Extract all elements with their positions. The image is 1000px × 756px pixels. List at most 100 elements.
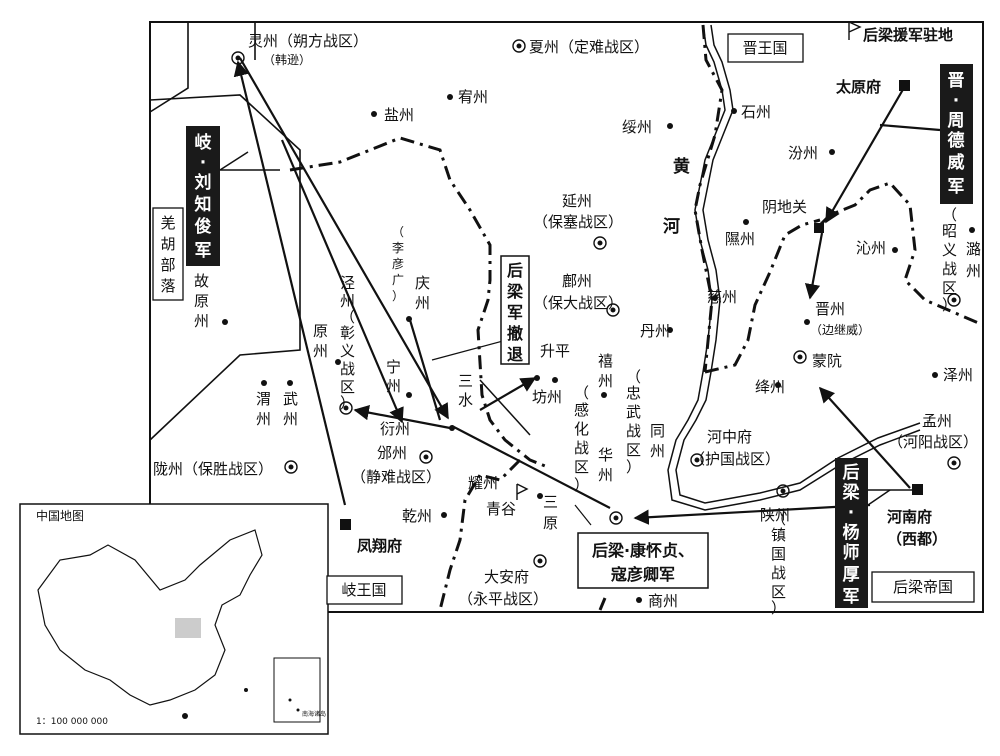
svg-text:梁: 梁 [506,282,524,301]
svg-text:杨: 杨 [843,522,860,543]
svg-text:太原府: 太原府 [836,78,881,96]
svg-text:沁州: 沁州 [856,239,886,257]
army-box-qi: 岐 · 刘 知 俊 军 [186,126,220,266]
river-label-he: 河 [663,217,680,237]
svg-text:阴地关: 阴地关 [762,198,807,216]
svg-text:威: 威 [948,152,965,173]
circuit-capital-symbols [231,39,961,568]
svg-text:汾州: 汾州 [788,144,818,162]
svg-text:邠州: 邠州 [377,444,407,462]
svg-text:战: 战 [771,564,786,582]
svg-text:（河阳战区）: （河阳战区） [888,433,978,451]
svg-text:州: 州 [415,294,430,312]
svg-text:（西都）: （西都） [887,530,947,548]
svg-text:）: ） [771,599,786,617]
svg-text:武: 武 [283,390,298,408]
svg-text:河南府: 河南府 [887,508,932,526]
army-box-yang: 后 梁 · 杨 师 厚 军 [835,458,868,608]
svg-text:原: 原 [194,292,209,310]
svg-text:区: 区 [340,378,355,396]
svg-text:同: 同 [650,422,665,440]
map-frame [149,21,984,613]
svg-text:·: · [848,503,854,523]
svg-text:）: ） [574,476,589,494]
svg-text:后: 后 [507,261,523,280]
svg-text:义: 义 [942,241,957,259]
svg-text:忠: 忠 [626,384,641,402]
svg-text:战: 战 [942,260,957,278]
svg-text:宥州: 宥州 [458,88,488,106]
svg-text:部: 部 [160,256,175,274]
svg-text:岐王国: 岐王国 [341,581,386,599]
svg-text:晋州: 晋州 [815,300,845,318]
svg-text:梁: 梁 [842,482,861,503]
svg-text:盐州: 盐州 [384,106,414,124]
svg-text:禧: 禧 [598,352,613,370]
svg-text:原: 原 [313,322,328,340]
svg-text:彦: 彦 [392,256,404,271]
svg-text:三: 三 [458,372,473,390]
inset-scale: 1：100 000 000 [36,717,108,727]
svg-text:州: 州 [598,372,613,390]
svg-text:渭: 渭 [256,390,271,408]
svg-text:陇州（保胜战区）: 陇州（保胜战区） [153,460,273,478]
svg-text:李: 李 [392,240,404,255]
city-squares [340,80,923,530]
svg-text:刘: 刘 [195,172,212,193]
svg-text:撤: 撤 [507,324,523,343]
svg-text:延州: 延州 [562,192,592,210]
svg-text:周: 周 [948,111,965,131]
svg-text:厚: 厚 [843,565,860,585]
army-arrows [233,57,941,525]
state-box-qiang: 羌 胡 部 落 [152,207,184,301]
inset-map [19,503,329,735]
svg-text:水: 水 [458,391,473,409]
svg-text:昭: 昭 [942,222,957,240]
svg-text:（: （ [340,308,355,326]
svg-text:师: 师 [843,542,860,563]
inset-nanhai-label: 南海诸岛 [302,710,326,718]
svg-text:）: ） [626,458,641,476]
svg-text:商州: 商州 [648,592,678,610]
svg-text:州: 州 [283,410,298,428]
svg-text:战: 战 [574,439,589,457]
svg-text:（护国战区）: （护国战区） [690,450,780,468]
state-box-jin: 晋王国 [727,33,804,63]
vertical-place-labels: 三 原 三 水 宁 州 庆 州 （ 李 彦 广 ） 泾 州 （ 彰 义 战 区 … [194,206,957,617]
army-box-jin: 晋 · 周 德 威 军 [940,64,973,204]
svg-text:泽州: 泽州 [943,366,973,384]
svg-text:华: 华 [598,446,613,464]
svg-text:河中府: 河中府 [707,428,752,446]
svg-text:州: 州 [966,262,981,280]
svg-text:石州: 石州 [741,103,771,121]
svg-text:原: 原 [543,514,558,532]
svg-text:耀州: 耀州 [468,474,498,492]
river-label-huang: 黄 [673,156,690,177]
svg-text:故: 故 [194,272,209,290]
svg-text:俊: 俊 [195,216,212,237]
svg-text:宁: 宁 [386,358,401,376]
svg-text:潞: 潞 [966,240,981,258]
state-box-houliang: 后梁帝国 [871,571,975,603]
svg-text:（: （ [771,510,786,528]
study-area-highlight [175,618,201,638]
boundary-lines [149,22,301,441]
svg-text:州: 州 [650,442,665,460]
svg-text:羌: 羌 [160,214,175,232]
svg-text:坊州: 坊州 [532,388,562,406]
svg-text:）: ） [340,394,355,412]
svg-text:落: 落 [160,277,175,295]
svg-text:广: 广 [392,273,404,287]
svg-text:州: 州 [386,377,401,395]
svg-text:义: 义 [340,342,355,360]
svg-text:化: 化 [574,420,589,438]
svg-text:战: 战 [340,360,355,378]
svg-text:感: 感 [574,401,589,419]
inset-title: 中国地图 [36,508,84,523]
flag-icons [516,21,862,500]
dashdot-boundaries [289,24,984,611]
svg-text:丹州: 丹州 [640,322,670,340]
svg-text:晋: 晋 [948,71,965,91]
svg-text:州: 州 [256,410,271,428]
army-box-kang: 后梁·康怀贞、 寇彦卿军 [577,532,709,589]
